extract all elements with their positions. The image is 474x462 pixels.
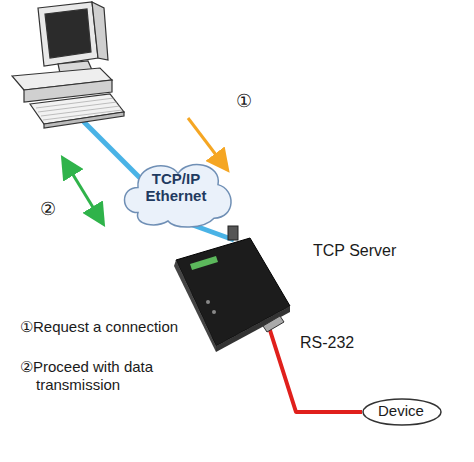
network-cloud: TCP/IP Ethernet — [118, 158, 234, 228]
node-text: Device — [362, 398, 442, 424]
callout-number: ② — [40, 200, 56, 218]
shape — [168, 230, 293, 352]
legend-note: ①Request a connection — [20, 318, 186, 336]
data-arrow — [64, 160, 102, 222]
edge-label: RS-232 — [298, 334, 356, 352]
cable — [268, 324, 362, 412]
device-ellipse: Device — [362, 398, 442, 426]
node-text: TCP/IP Ethernet — [118, 158, 234, 204]
callout-number: ① — [236, 92, 252, 110]
request-arrow — [188, 118, 226, 168]
computer-icon — [12, 2, 124, 128]
device-server: TCP Server — [168, 230, 293, 352]
node-text: TCP Server — [313, 242, 396, 260]
legend-note: ②Proceed with data transmission — [20, 358, 196, 394]
